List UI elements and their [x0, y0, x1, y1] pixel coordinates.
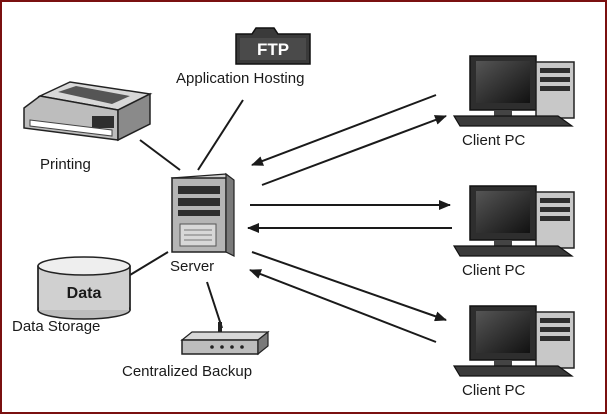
- client-pc-icon-2: [452, 185, 575, 257]
- arrow-client1-to-server: [251, 94, 437, 166]
- application-hosting-label: Application Hosting: [176, 70, 305, 87]
- arrow-server-to-client3: [251, 251, 447, 322]
- ftp-badge-text: FTP: [257, 40, 289, 59]
- client-pc-label-1: Client PC: [462, 132, 526, 149]
- data-storage-label: Data Storage: [12, 318, 101, 335]
- server-label: Server: [170, 258, 215, 275]
- client-pc-icon-3: [452, 305, 575, 377]
- printer-icon: [23, 81, 153, 142]
- connector-printer-server: [139, 139, 181, 171]
- connector-ftp-server: [197, 99, 244, 171]
- connector-backup-server: [206, 281, 223, 329]
- arrow-server-to-client1: [261, 115, 447, 186]
- arrow-client3-to-server: [249, 269, 437, 343]
- ftp-icon: FTP: [235, 27, 311, 65]
- client-pc-label-2: Client PC: [462, 262, 526, 279]
- backup-device-icon: [180, 322, 270, 356]
- server-icon: [170, 172, 235, 257]
- connector-data-server: [124, 251, 169, 279]
- printing-label: Printing: [40, 156, 91, 173]
- centralized-backup-label: Centralized Backup: [122, 363, 253, 380]
- database-icon: Data: [37, 256, 131, 320]
- client-pc-label-3: Client PC: [462, 382, 526, 399]
- client-pc-icon-1: [452, 55, 575, 127]
- data-badge-text: Data: [67, 285, 102, 302]
